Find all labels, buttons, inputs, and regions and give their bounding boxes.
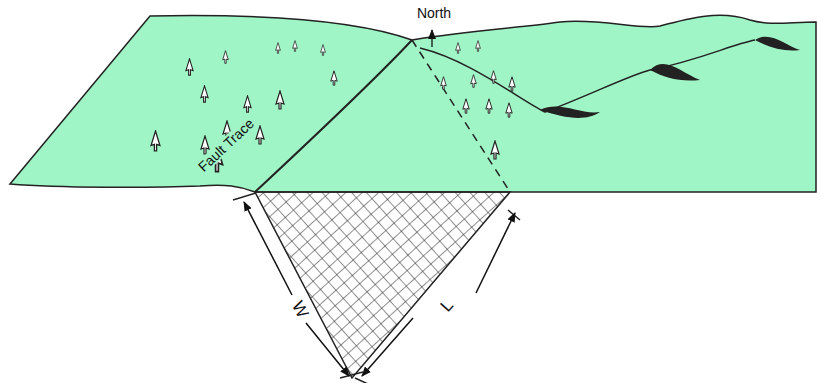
dashed-line [412,40,510,192]
fault-trace [255,40,412,192]
ridge-line [420,40,755,112]
north-arrow [431,30,432,47]
hill-shade [755,37,800,51]
dimension-arrow [362,318,413,376]
trees [151,41,515,172]
length-label: L [436,294,458,315]
dimension-arrow [476,213,515,293]
ground-surface [10,15,816,192]
compass-label: North [417,6,451,20]
fault-plane [255,192,510,378]
dimension-arrow [244,202,292,295]
width-label: W [288,296,312,322]
dimension-arrow [306,323,349,376]
hill-shade [540,107,600,118]
hill-shade [650,64,700,80]
dimension-tick [233,193,520,383]
